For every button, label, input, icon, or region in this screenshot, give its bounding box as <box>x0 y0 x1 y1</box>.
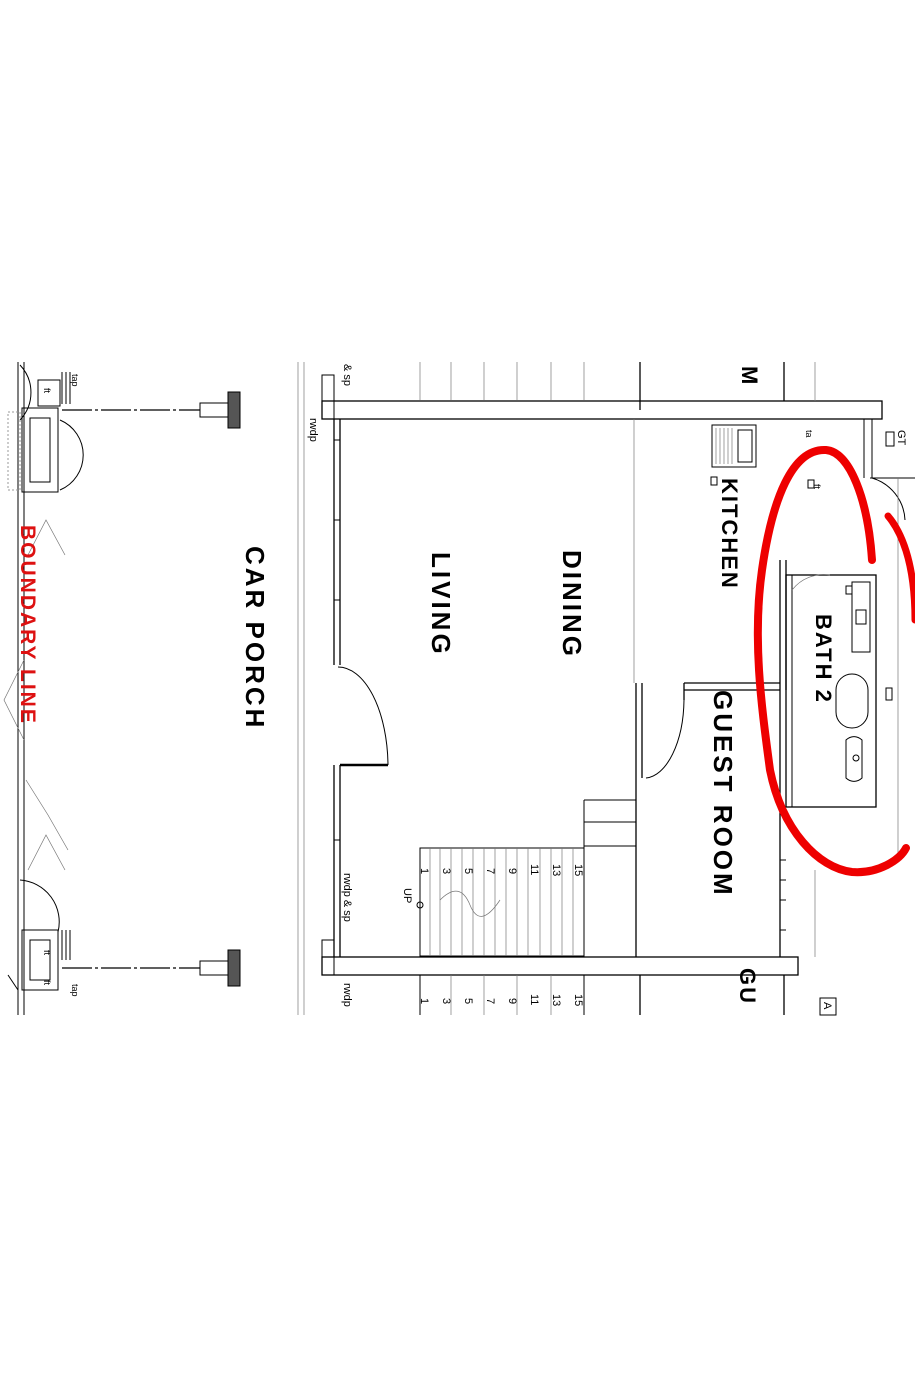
stair-number: 7 <box>484 998 496 1004</box>
stair-number: 9 <box>506 998 518 1004</box>
stair-number: 3 <box>440 998 452 1004</box>
guest-room-window <box>780 859 786 931</box>
ft-label-top: ft <box>42 388 52 394</box>
ft-label-bottom-b: ft <box>42 980 52 986</box>
stair-number: 1 <box>418 868 430 874</box>
room-label-guest-room: GUEST ROOM <box>708 690 738 898</box>
gt-label: GT <box>895 430 907 446</box>
stair-up-label: UP <box>401 888 413 903</box>
stair-number: 7 <box>484 868 496 874</box>
stair-number: 13 <box>550 864 562 876</box>
tap-label-top: tap <box>70 374 80 387</box>
kitchen-tap-label: ta <box>804 430 814 438</box>
boundary-wall <box>3 362 69 1015</box>
stair-number: 3 <box>440 868 452 874</box>
rwdp-label-top: rwdp <box>307 418 319 442</box>
stair-hatch-top <box>419 362 585 400</box>
room-label-kitchen: KITCHEN <box>717 478 742 590</box>
stair-number: 5 <box>462 998 474 1004</box>
kitchen-ft-label: ft <box>812 484 822 490</box>
rwdp-sp-label-bottom: rwdp & sp <box>341 873 353 922</box>
partial-right-label: A <box>821 1002 833 1010</box>
staircase-lower <box>419 975 585 1015</box>
stair-numbers-upper: 1 3 5 7 9 11 13 15 <box>418 864 584 876</box>
rwdp-label-bottom: rwdp <box>341 983 353 1007</box>
stair-number: 11 <box>528 864 540 875</box>
stair-number: 15 <box>572 994 584 1006</box>
boundary-line-label: BOUNDARY LINE <box>16 525 39 725</box>
external-walls <box>321 374 883 976</box>
stair-number: 9 <box>506 868 518 874</box>
bath-2-room <box>785 574 893 808</box>
gate-post-bottom <box>7 879 71 991</box>
room-label-partial-bottom: GU <box>735 968 760 1005</box>
room-label-partial-top: M <box>737 366 762 386</box>
rwdp-sp-label-top: & sp <box>341 364 353 386</box>
stair-numbers-lower: 1 3 5 7 9 11 13 15 <box>418 994 584 1006</box>
gate-post-top <box>7 364 84 493</box>
room-label-living: LIVING <box>426 552 456 657</box>
kitchen-sink <box>710 424 757 486</box>
red-markup-circle <box>753 446 915 877</box>
gate-rail-bottom <box>62 949 241 987</box>
gate-rail-top <box>62 391 241 429</box>
room-label-car-porch: CAR PORCH <box>240 546 270 730</box>
interior-walls <box>635 362 816 1015</box>
stair-number: 1 <box>418 998 430 1004</box>
stair-number: 5 <box>462 868 474 874</box>
rear-walls <box>863 419 915 860</box>
room-label-dining: DINING <box>557 550 587 659</box>
ft-label-bottom-a: ft <box>42 950 52 956</box>
stair-number: 11 <box>528 994 540 1005</box>
tap-label-bottom: tap <box>70 984 80 997</box>
stair-number: 13 <box>550 994 562 1006</box>
stair-number: 15 <box>572 864 584 876</box>
room-label-bath-2: BATH 2 <box>811 614 836 704</box>
staircase-upper <box>416 799 636 957</box>
